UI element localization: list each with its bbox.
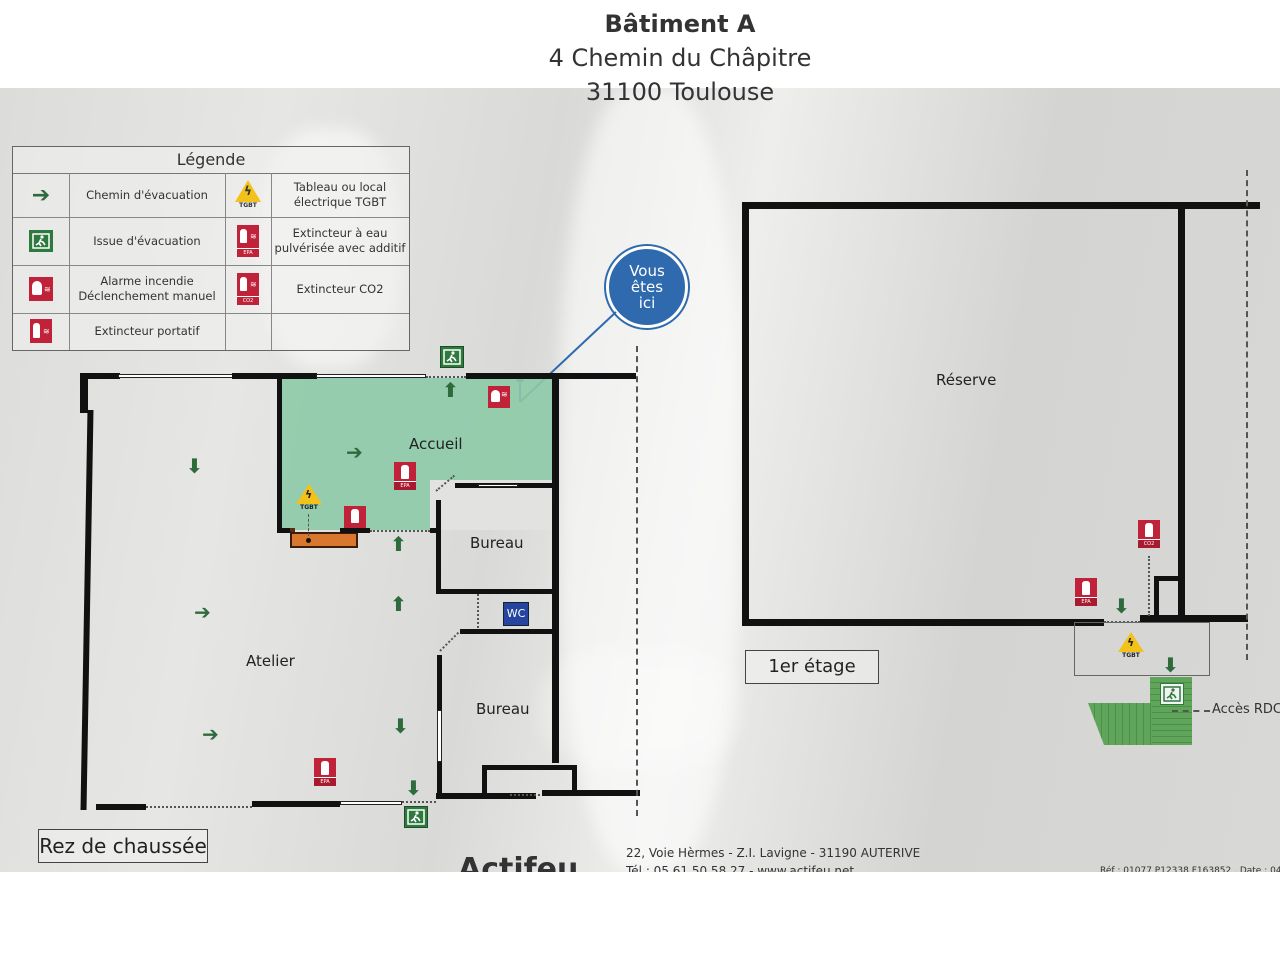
- legend-row: Issue d'évacuation ≋ EPA Extincteur à ea…: [13, 217, 409, 266]
- tgbt-warning-icon: ϟ TGBT: [225, 173, 271, 217]
- wc-sign: WC: [503, 602, 529, 626]
- legend-row: ➔ Chemin d'évacuation ϟ TGBT Tableau ou …: [13, 173, 409, 218]
- room-label-atelier: Atelier: [246, 652, 295, 670]
- legend-label: Extincteur CO2: [296, 281, 384, 296]
- evacuation-plan-sheet: [0, 88, 1280, 872]
- evacuation-arrow-right: ➔: [202, 722, 219, 746]
- city-address: 31100 Toulouse: [585, 78, 775, 106]
- legend-row: ≋ Extincteur portatif: [13, 313, 409, 349]
- evacuation-arrow-up: ⬆: [390, 532, 407, 556]
- legend-label: Tableau ou local électrique TGBT: [293, 180, 387, 209]
- footer-address: 22, Voie Hèrmes - Z.I. Lavigne - 31190 A…: [626, 846, 921, 860]
- legend-title: Légende: [13, 147, 409, 174]
- footer-ref: Réf : 01077 P12338 F163852 . Date : 04/2…: [1100, 866, 1280, 872]
- extinguisher-epa-icon: EPA: [394, 462, 416, 490]
- access-label: Accès RDC: [1212, 702, 1280, 717]
- legend-label: Issue d'évacuation: [93, 233, 201, 248]
- street-address: 4 Chemin du Châpitre: [548, 44, 812, 72]
- emergency-exit-icon: [13, 217, 69, 265]
- legend-label: Alarme incendie Déclenchement manuel: [78, 274, 216, 303]
- bottom-margin: [0, 872, 1280, 960]
- evacuation-arrow-up: ⬆: [390, 592, 407, 616]
- room-label-reserve: Réserve: [936, 371, 997, 389]
- evacuation-arrow-right: ➔: [346, 440, 363, 464]
- extinguisher-co2-icon: ≋ CO2: [225, 265, 271, 313]
- fire-alarm-icon: ≋: [13, 265, 69, 313]
- evacuation-arrow-down: ⬇: [186, 454, 203, 478]
- extinguisher-icon: ≋: [13, 313, 69, 349]
- room-label-bureau-1: Bureau: [470, 534, 524, 552]
- evacuation-arrow-down: ⬇: [1162, 653, 1179, 677]
- glare: [560, 88, 740, 872]
- you-are-here-marker: Vous êtes ici: [606, 246, 688, 328]
- evacuation-arrow-right: ➔: [194, 600, 211, 624]
- evacuation-arrow-up: ⬆: [442, 378, 459, 402]
- evacuation-arrow-down: ⬇: [392, 714, 409, 738]
- tgbt-room: [290, 532, 358, 548]
- room-label-bureau-2: Bureau: [476, 700, 530, 718]
- extinguisher-icon: [344, 506, 366, 528]
- emergency-exit-icon: [1160, 683, 1184, 705]
- fire-alarm-icon: ≋: [488, 386, 510, 408]
- glare: [540, 648, 740, 768]
- building-title: Bâtiment A: [604, 10, 756, 38]
- legend-table: Légende ➔ Chemin d'évacuation ϟ TGBT Tab…: [12, 146, 410, 351]
- footer-contact: Tél : 05 61 50 58 27 - www.actifeu.net: [626, 864, 855, 872]
- legend-label: Extincteur portatif: [94, 323, 200, 338]
- extinguisher-epa-icon: ≋ EPA: [225, 217, 271, 265]
- extinguisher-epa-icon: EPA: [314, 758, 336, 786]
- extinguisher-co2-icon: CO2: [1138, 520, 1160, 548]
- floor-label-ground: Rez de chaussée: [38, 829, 208, 863]
- extinguisher-epa-icon: EPA: [1075, 578, 1097, 606]
- legend-label: Chemin d'évacuation: [86, 187, 208, 202]
- stair-landing: [1074, 622, 1210, 676]
- actifeu-logo: Actifeu: [458, 852, 579, 872]
- evacuation-arrow-down: ⬇: [1113, 594, 1130, 618]
- emergency-exit-icon: [404, 806, 428, 828]
- floor-label-first: 1er étage: [745, 650, 879, 684]
- room-label-accueil: Accueil: [409, 435, 463, 453]
- evacuation-arrow-down: ⬇: [405, 776, 422, 800]
- emergency-exit-icon: [440, 346, 464, 368]
- legend-row: ≋ Alarme incendie Déclenchement manuel ≋…: [13, 265, 409, 314]
- evacuation-arrow-icon: ➔: [31, 182, 51, 208]
- legend-label: Extincteur à eau pulvérisée avec additif: [274, 226, 406, 255]
